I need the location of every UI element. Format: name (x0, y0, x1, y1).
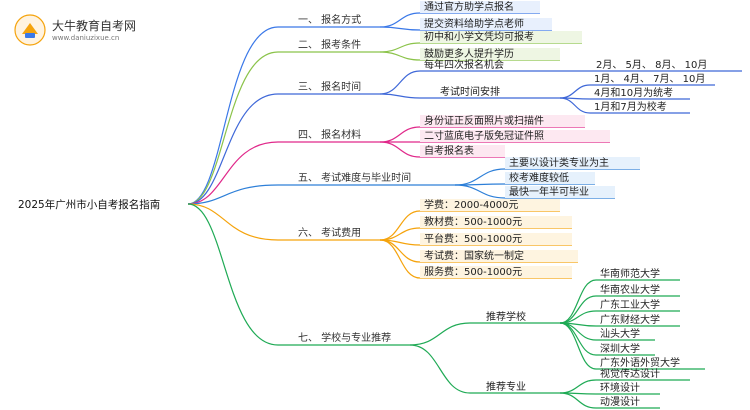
b7-major-1: 视觉传达设计 (600, 367, 660, 380)
b5-item-3: 最快一年半可毕业 (509, 185, 589, 198)
branch-5-title: 五、 考试难度与毕业时间 (298, 171, 411, 184)
b7-school-1: 华南师范大学 (600, 267, 660, 280)
brand-name: 大牛教育自考网 (52, 19, 137, 33)
b7-school-2: 华南农业大学 (600, 283, 660, 296)
link-root-b4 (187, 141, 279, 205)
b3-unified: 4月和10月为统考 (594, 86, 673, 99)
root-title: 2025年广州市小自考报名指南 (18, 198, 160, 211)
b5-item-1: 主要以设计类专业为主 (509, 156, 609, 169)
link-root-b7 (187, 203, 279, 346)
b1-item-1: 通过官方助学点报名 (424, 0, 514, 13)
branch-3-title: 三、 报名时间 (298, 80, 361, 93)
b7-majors-title: 推荐专业 (486, 380, 526, 393)
logo (14, 14, 46, 46)
b6-item-2: 教材费：500-1000元 (424, 215, 522, 228)
link-root-b5 (187, 184, 279, 205)
b7-school-5: 汕头大学 (600, 327, 640, 340)
b7-school-6: 深圳大学 (600, 342, 640, 355)
b7-school-3: 广东工业大学 (600, 298, 660, 311)
b3-exam-schedule: 考试时间安排 (440, 85, 500, 98)
branch-6-title: 六、 考试费用 (298, 226, 361, 239)
b3-exam-months: 1月、 4月、 7月、 10月 (594, 73, 705, 85)
b4-item-3: 自考报名表 (424, 144, 474, 157)
b7-major-3: 动漫设计 (600, 395, 640, 408)
b3-school-exam: 1月和7月为校考 (594, 100, 667, 113)
leaf-highlights (420, 1, 640, 278)
branch-7-title: 七、 学校与专业推荐 (298, 331, 391, 344)
link-root-b1 (187, 26, 279, 205)
b7-school-4: 广东财经大学 (600, 313, 660, 326)
b6-item-3: 平台费：500-1000元 (424, 232, 522, 245)
b2-item-1: 初中和小学文凭均可报考 (424, 30, 534, 43)
branch-2-title: 二、 报考条件 (298, 38, 361, 51)
link-root-b6 (187, 203, 279, 241)
b3-chances: 每年四次报名机会 (424, 58, 504, 71)
b7-school-7: 广东外语外贸大学 (600, 356, 680, 369)
b7-schools-title: 推荐学校 (486, 310, 526, 323)
brand-url: www.daniuzixue.cn (52, 34, 120, 42)
b5-item-2: 校考难度较低 (509, 171, 569, 184)
b6-item-1: 学费：2000-4000元 (424, 198, 519, 211)
link-root-b3 (187, 93, 279, 205)
logo-icon (14, 14, 46, 46)
b1-item-2: 提交资料给助学点老师 (424, 17, 524, 30)
b6-item-5: 服务费：500-1000元 (424, 265, 522, 278)
branch-1-title: 一、 报名方式 (298, 13, 361, 26)
branch-4-title: 四、 报名材料 (298, 128, 361, 141)
b7-major-2: 环境设计 (600, 381, 640, 394)
link-root-b2 (187, 51, 279, 205)
b6-item-4: 考试费：国家统一制定 (424, 249, 524, 262)
b3-chances-months: 2月、 5月、 8月、 10月 (596, 59, 707, 71)
b4-item-2: 二寸蓝底电子版免冠证件照 (424, 129, 544, 142)
b2-item-2: 鼓励更多人提升学历 (424, 47, 514, 60)
b4-item-1: 身份证正反面照片或扫描件 (424, 114, 544, 127)
